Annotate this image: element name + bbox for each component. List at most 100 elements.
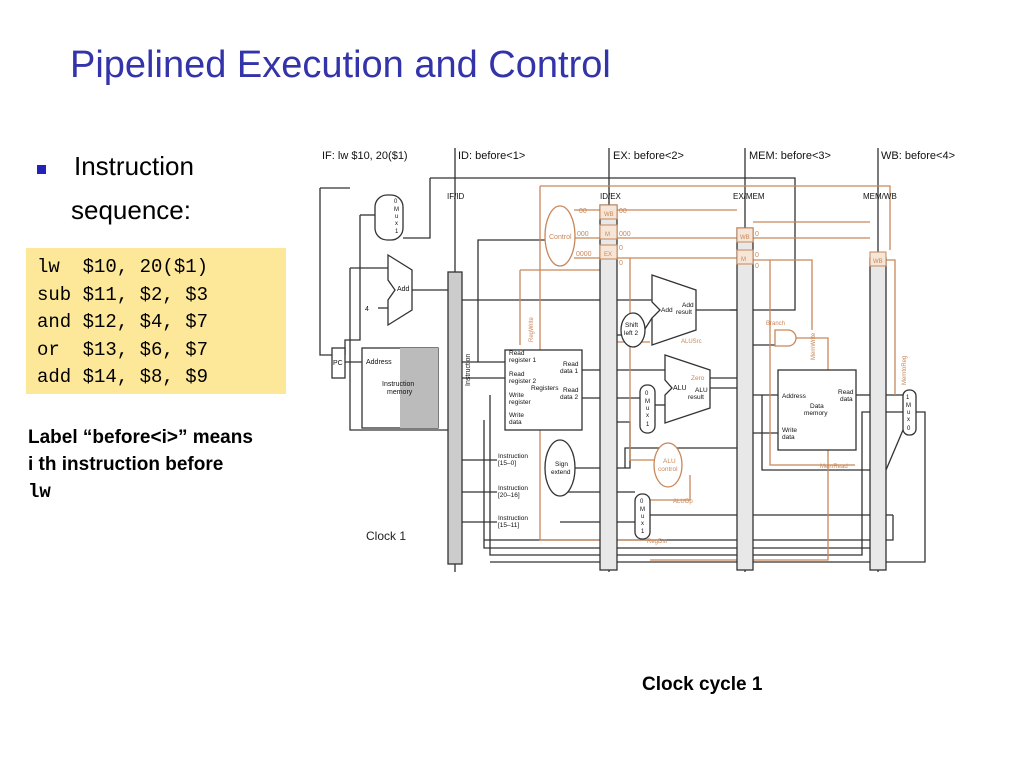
instruction-field-label: [20–16] — [498, 492, 520, 499]
registers-port-label: register — [509, 399, 532, 406]
data-memory-port-label: Write — [782, 427, 797, 434]
signal-memwrite: MemWrite — [811, 332, 817, 360]
regdst-mux-label: M — [640, 507, 645, 513]
registers-port-label: Write — [509, 392, 524, 399]
alusrc-mux-label: u — [646, 406, 649, 412]
code-line: sub $11, $2, $3 — [37, 283, 209, 306]
registers-port-label: Read — [509, 371, 525, 378]
instruction-memory-address: Address — [366, 359, 392, 366]
registers-port-label: Read — [563, 387, 579, 394]
pc-mux-label: 0 — [394, 199, 398, 205]
signal-branch: Branch — [766, 321, 785, 327]
pc-mux-label: u — [395, 214, 398, 220]
signal-memtoreg: MemtoReg — [902, 356, 908, 385]
control-field-wb: WB — [740, 235, 750, 241]
wb-mux-label: u — [907, 410, 910, 416]
signal-memread: MemRead — [820, 464, 848, 470]
data-memory-port-label: Address — [782, 393, 807, 400]
code-line: or $13, $6, $7 — [37, 338, 209, 361]
control-value: 000 — [619, 231, 631, 238]
control-value: 0 — [619, 260, 623, 267]
branch-adder-label: Add — [661, 307, 673, 314]
data-memory-port-label: data — [782, 434, 795, 441]
regdst-mux-label: 1 — [641, 529, 645, 535]
alu-label: ALU — [673, 385, 687, 392]
pc-adder-label: Add — [397, 286, 410, 293]
registers-port-label: Read — [563, 361, 579, 368]
alusrc-mux-label: 1 — [646, 422, 650, 428]
pipeline-register-label: MEM/WB — [863, 192, 897, 201]
wb-mux-label: x — [907, 417, 910, 423]
bullet-text-line2: sequence: — [71, 195, 191, 225]
alu-result-label: ALU — [695, 387, 708, 394]
wb-mux-label: M — [906, 403, 911, 409]
instruction-field-label: Instruction — [498, 515, 528, 522]
registers-port-label: data 2 — [560, 394, 578, 401]
signal-alusrc: ALUSrc — [681, 339, 702, 345]
registers-port-label: data 1 — [560, 368, 578, 375]
pipeline-register-label: ID/EX — [600, 192, 622, 201]
registers-port-label: Write — [509, 412, 524, 419]
control-value: 000 — [577, 231, 589, 238]
regdst-mux-label: 0 — [640, 499, 644, 505]
pc-mux-label: M — [394, 207, 399, 213]
data-memory-port-label: data — [840, 396, 853, 403]
control-field-wb: WB — [604, 212, 614, 218]
alusrc-mux-label: 0 — [645, 391, 649, 397]
alu-zero-label: Zero — [691, 375, 705, 382]
control-field-wb: WB — [873, 259, 883, 265]
alusrc-mux-label: x — [646, 413, 649, 419]
instruction-bus-label: Instruction — [465, 354, 472, 386]
pc-label: PC — [333, 360, 343, 367]
control-value: 0 — [755, 252, 759, 259]
bullet-text-line1: Instruction — [74, 151, 194, 181]
control-value: 0 — [619, 245, 623, 252]
registers-port-label: Read — [509, 350, 525, 357]
stage-header-wb: WB: before<4> — [881, 150, 955, 162]
stage-header-if: IF: lw $10, 20($1) — [322, 150, 408, 162]
signal-regwrite: RegWrite — [529, 316, 535, 342]
alu-control-label: ALU — [663, 458, 676, 465]
data-memory-port-label: Read — [838, 389, 854, 396]
branch-adder-result: Add — [682, 302, 694, 309]
note-line1: Label “before<i>” means — [28, 427, 253, 448]
signal-aluop: ALUOp — [673, 499, 693, 505]
data-memory-label: memory — [804, 410, 828, 417]
instruction-memory-label: memory — [387, 389, 413, 396]
sign-extend-label: Sign — [555, 461, 568, 468]
signal-regdst: RegDst — [647, 539, 667, 545]
instruction-field-label: [15–0] — [498, 460, 516, 467]
control-field-ex: EX — [604, 252, 612, 258]
pipeline-register-label: EX/MEM — [733, 192, 765, 201]
shift-left-label: Shift — [625, 322, 638, 329]
note-line3: lw — [28, 481, 51, 503]
pc-mux-label: 1 — [395, 229, 399, 235]
control-value: 00 — [619, 208, 627, 215]
instruction-field-label: Instruction — [498, 453, 528, 460]
control-value: 0 — [755, 231, 759, 238]
pc-adder-constant: 4 — [365, 306, 369, 313]
registers-port-label: data — [509, 419, 522, 426]
clock-label: Clock 1 — [366, 529, 406, 543]
stage-header-mem: MEM: before<3> — [749, 150, 831, 162]
instruction-sequence-box: lw $10, 20($1) sub $11, $2, $3 and $12, … — [26, 248, 286, 394]
branch-adder-result: result — [676, 309, 692, 316]
code-line: and $12, $4, $7 — [37, 311, 209, 333]
control-field-m: M — [741, 257, 746, 263]
shift-left-label: left 2 — [624, 330, 638, 337]
sign-extend-label: extend — [551, 469, 571, 476]
stage-header-id: ID: before<1> — [458, 150, 525, 162]
instruction-memory-label: Instruction — [382, 381, 414, 388]
instruction-field-label: [15–11] — [498, 522, 519, 529]
registers-label: Registers — [531, 385, 559, 392]
wb-mux-label: 1 — [906, 395, 910, 401]
pipeline-register-label: IF/ID — [447, 192, 465, 201]
instruction-field-label: Instruction — [498, 485, 528, 492]
alusrc-mux-label: M — [645, 399, 650, 405]
control-value: 0 — [755, 263, 759, 270]
alu-control-label: control — [658, 466, 678, 473]
bullet-icon — [37, 165, 46, 174]
slide-title: Pipelined Execution and Control — [70, 44, 611, 86]
control-field-m: M — [605, 232, 610, 238]
